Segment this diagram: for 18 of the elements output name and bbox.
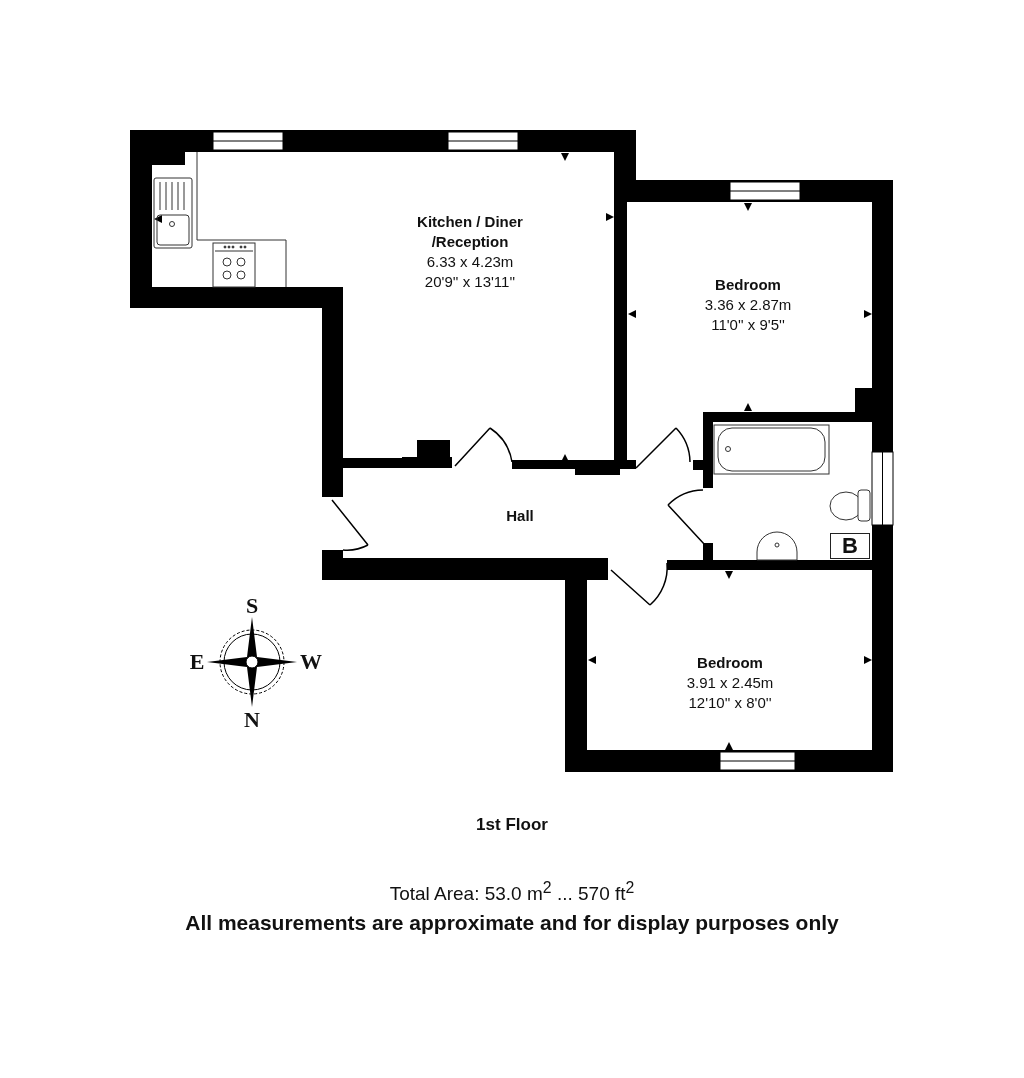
room-dimensions: 3.36 x 2.87m	[704, 295, 792, 315]
disclaimer-text: All measurements are approximate and for display purposes only	[185, 911, 839, 935]
compass-letter: N	[244, 707, 260, 733]
room-dimensions: 12'10'' x 8'0''	[688, 693, 772, 713]
room-dimensions: 20'9'' x 13'11''	[424, 272, 516, 292]
compass-letter: E	[189, 649, 205, 675]
boiler-box: B	[830, 533, 870, 559]
room-dimensions: 3.91 x 2.45m	[686, 673, 774, 693]
room-name: Bedroom	[697, 653, 763, 673]
room-name: Hall	[506, 506, 534, 526]
room-dimensions: 6.33 x 4.23m	[426, 252, 514, 272]
room-name: Bedroom	[715, 275, 781, 295]
room-dimensions: 11'0'' x 9'5''	[711, 315, 785, 335]
compass-letter: W	[300, 649, 322, 675]
total-area-text: Total Area: 53.0 m$^{2}$ ... 570 ft$^{2}$	[389, 878, 635, 906]
compass-letter: S	[245, 593, 259, 619]
room-name: Kitchen / Diner /Reception	[416, 212, 524, 252]
floor-title: 1st Floor	[476, 815, 548, 835]
